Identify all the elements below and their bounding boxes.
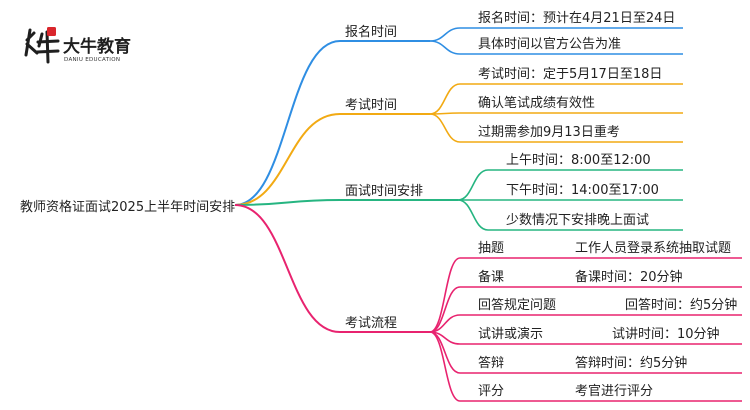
logo-name-cn: 大牛教育 — [63, 36, 131, 57]
child-node: 上午时间：8:00至12:00 — [506, 153, 651, 168]
child-detail: 试讲时间：10分钟 — [612, 326, 720, 342]
branch-connector — [234, 204, 341, 333]
child-node: 评分 — [478, 384, 504, 399]
child-node: 具体时间以官方公告为准 — [478, 36, 621, 52]
child-node: 抽题 — [478, 241, 504, 256]
branch-label: 考试流程 — [345, 316, 397, 331]
child-detail: 工作人员登录系统抽取试题 — [575, 241, 731, 256]
child-connector — [429, 331, 461, 402]
logo-name-en: DANIU EDUCATION — [64, 57, 120, 63]
child-connector — [457, 199, 489, 231]
logo: 大牛教育 DANIU EDUCATION — [24, 27, 131, 64]
child-node: 确认笔试成绩有效性 — [478, 95, 595, 111]
child-detail: 答辩时间：约5分钟 — [575, 355, 687, 371]
child-node: 考试时间：定于5月17日至18日 — [478, 67, 662, 82]
child-connector — [429, 257, 461, 333]
child-connector — [429, 113, 461, 143]
logo-mark-icon — [24, 27, 60, 64]
child-connector — [457, 169, 489, 201]
branch-label: 报名时间 — [345, 24, 397, 40]
child-connector — [429, 286, 461, 333]
child-detail: 备课时间：20分钟 — [575, 269, 683, 285]
child-detail: 回答时间：约5分钟 — [625, 297, 737, 313]
branches: 报名时间报名时间：预计在4月21日至24日具体时间以官方公告为准考试时间考试时间… — [234, 10, 742, 402]
branch-label: 考试时间 — [345, 98, 397, 113]
branch-connector — [234, 113, 341, 206]
child-node: 报名时间：预计在4月21日至24日 — [478, 10, 675, 26]
child-node: 少数情况下安排晚上面试 — [506, 213, 649, 228]
child-connector — [429, 27, 461, 42]
child-node: 答辩 — [478, 355, 504, 371]
branch-2: 考试时间 考试时间：定于5月17日至18日确认笔试成绩有效性过期需参加9月13日重… — [234, 67, 683, 206]
child-detail: 考官进行评分 — [575, 383, 653, 399]
child-node: 下午时间：14:00至17:00 — [506, 183, 659, 198]
root-topic: 教师资格证面试2025上半年时间安排 — [20, 199, 235, 215]
branch-label: 面试时间安排 — [345, 184, 423, 199]
child-connector — [429, 40, 461, 55]
child-connector — [429, 83, 461, 115]
child-node: 备课 — [478, 269, 504, 285]
branch-connector — [234, 40, 341, 206]
branch-3: 面试时间安排 上午时间：8:00至12:00 下午时间：14:00至17:00 少数情… — [234, 153, 683, 231]
child-node: 过期需参加9月13日重考 — [478, 124, 620, 140]
branch-connector — [234, 199, 341, 206]
child-node: 试讲或演示 — [478, 326, 543, 342]
child-node: 回答规定问题 — [478, 297, 556, 313]
